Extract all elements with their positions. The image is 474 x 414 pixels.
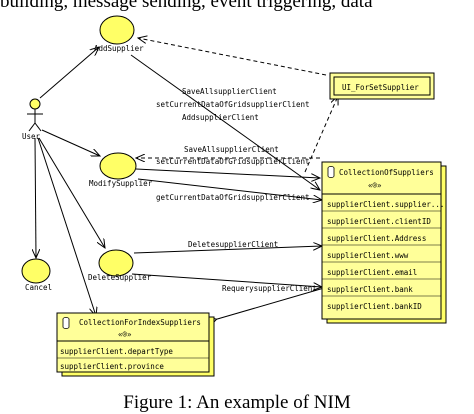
link-user-modify bbox=[41, 129, 100, 156]
collection-attribute: supplierClient.bank bbox=[327, 285, 413, 294]
message-label: SaveAllsupplierClient bbox=[184, 145, 279, 154]
usecase-modify-supplier-label: ModifySupplier bbox=[89, 179, 153, 188]
collection-attribute: supplierClient.www bbox=[327, 251, 409, 260]
class-index-name: CollectionForIndexSuppliers bbox=[79, 318, 201, 327]
link-user-index bbox=[37, 137, 96, 316]
link-user-cancel bbox=[35, 137, 36, 258]
link-modify-collection-1 bbox=[135, 168, 320, 178]
collection-attribute: supplierClient.clientID bbox=[327, 217, 431, 226]
class-index-stereotype: «®» bbox=[118, 330, 132, 339]
message-label: AddsupplierClient bbox=[182, 113, 259, 122]
link-delete-collection-2 bbox=[131, 273, 322, 287]
link-delete-collection bbox=[133, 246, 322, 254]
usecase-modify-supplier[interactable]: ModifySupplier bbox=[89, 152, 153, 188]
collection-attribute: supplierClient.email bbox=[327, 268, 417, 277]
class-collection-name: CollectionOfSuppliers bbox=[339, 168, 434, 177]
usecase-cancel[interactable]: Cancel bbox=[21, 258, 52, 292]
database-icon bbox=[327, 166, 335, 178]
message-label: setCurrentDataOfGridsupplierClient bbox=[156, 157, 310, 166]
usecase-delete-supplier-label: DeleteSupplier bbox=[88, 273, 152, 282]
link-user-delete bbox=[38, 137, 105, 248]
class-collection-of-suppliers[interactable]: CollectionOfSuppliers «®» supplierClient… bbox=[321, 161, 447, 324]
usecase-delete-supplier[interactable]: DeleteSupplier bbox=[88, 249, 152, 282]
usecase-add-supplier[interactable]: AddSupplier bbox=[94, 15, 144, 53]
class-collection-for-index-suppliers[interactable]: CollectionForIndexSuppliers «®» supplier… bbox=[56, 312, 215, 377]
class-collection-stereotype: «®» bbox=[368, 181, 382, 190]
link-requery bbox=[206, 287, 325, 325]
link-collection-ui bbox=[304, 96, 338, 173]
figure-caption: Figure 1: An example of NIM bbox=[123, 392, 351, 413]
link-ui-add bbox=[138, 38, 327, 76]
collection-attribute: supplierClient.bankID bbox=[327, 302, 422, 311]
message-label: SaveAllsupplierClient bbox=[182, 87, 277, 96]
actor-user-label: User bbox=[22, 132, 41, 141]
message-label: DeletesupplierClient bbox=[188, 240, 278, 249]
class-ui-forsetsupplier-name: UI_ForSetSupplier bbox=[342, 83, 419, 92]
index-attribute: supplierClient.departType bbox=[60, 347, 173, 356]
message-label: getCurrentDataOfGridsupplierClient bbox=[156, 193, 310, 202]
link-add-collection bbox=[130, 54, 320, 190]
usecase-cancel-label: Cancel bbox=[25, 283, 52, 292]
message-label: setCurrentDataOfGridsupplierClient bbox=[156, 100, 310, 109]
link-user-add bbox=[39, 47, 99, 99]
database-icon bbox=[62, 317, 70, 329]
link-modify-collection-2 bbox=[137, 178, 322, 200]
actor-user[interactable]: User bbox=[22, 98, 43, 141]
class-ui-forsetsupplier[interactable]: UI_ForSetSupplier bbox=[329, 72, 435, 100]
usecase-add-supplier-label: AddSupplier bbox=[94, 44, 144, 53]
index-attribute: supplierClient.province bbox=[60, 362, 164, 371]
preceding-text-fragment: building, message sending, event trigger… bbox=[0, 0, 373, 12]
message-label: RequerysupplierClient bbox=[222, 284, 317, 293]
collection-attribute: supplierClient.Address bbox=[327, 234, 426, 243]
collection-attribute: supplierClient.supplier... bbox=[327, 200, 444, 209]
